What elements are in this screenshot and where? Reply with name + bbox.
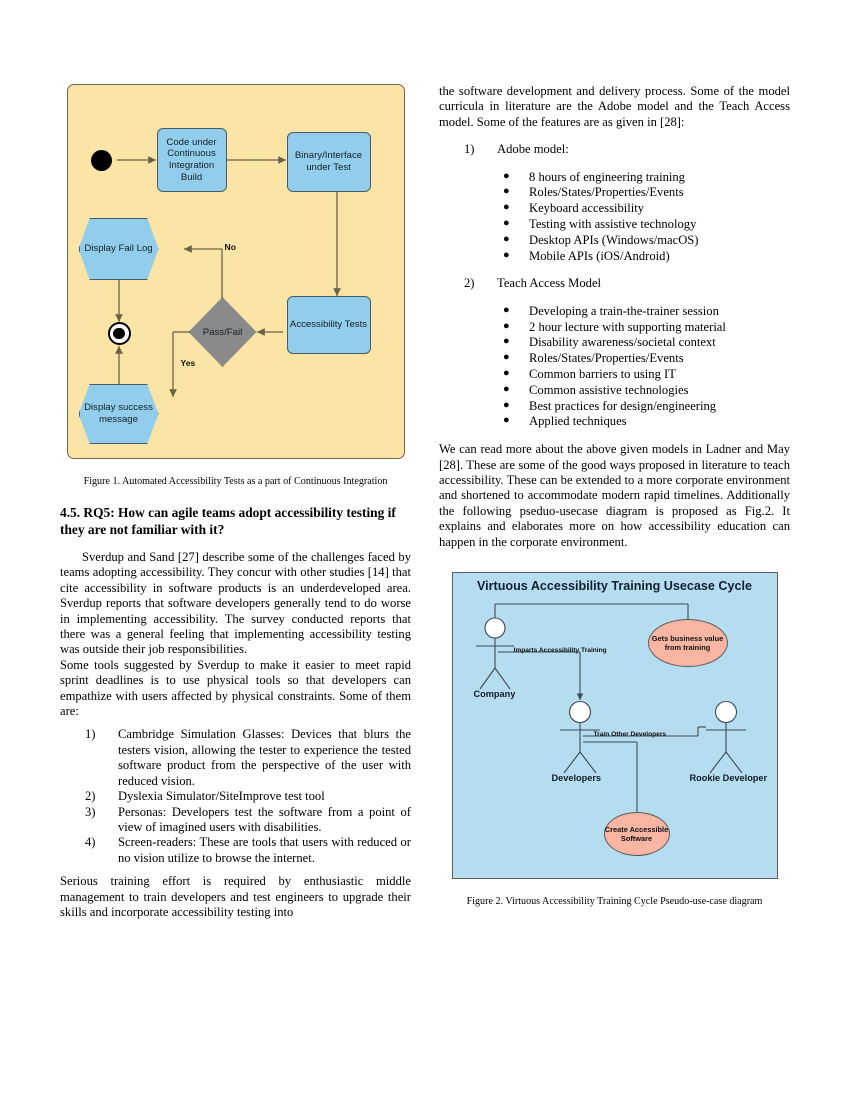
bullet-icon: ● bbox=[503, 382, 510, 395]
bullet-icon: ● bbox=[503, 169, 510, 182]
usecase-create-accessible-software: Create Accessible Software bbox=[603, 812, 670, 857]
list-item: 2) Dyslexia Simulator/SiteImprove test to… bbox=[60, 789, 411, 804]
right-paragraph-2: We can read more about the above given m… bbox=[439, 442, 790, 549]
list-text: Mobile APIs (iOS/Android) bbox=[529, 248, 670, 263]
list-text: 8 hours of engineering training bbox=[529, 169, 685, 184]
list-text: Dyslexia Simulator/SiteImprove test tool bbox=[118, 789, 325, 804]
figure-1: Code under Continuous Integration Build … bbox=[66, 84, 405, 459]
list-item: ● Applied techniques bbox=[439, 414, 790, 430]
list-text: Keyboard accessibility bbox=[529, 201, 645, 216]
list-item: ● Mobile APIs (iOS/Android) bbox=[439, 249, 790, 265]
list-item: ● Disability awareness/societal context bbox=[439, 335, 790, 351]
right-column: the software development and delivery pr… bbox=[439, 84, 790, 920]
edge-label-yes: Yes bbox=[180, 358, 196, 368]
bullet-icon: ● bbox=[503, 319, 510, 332]
edge-label-no: No bbox=[224, 242, 236, 252]
node-accessibility-tests: Accessibility Tests bbox=[286, 296, 371, 354]
left-paragraph-3: Serious training effort is required by e… bbox=[60, 874, 411, 919]
node-binary-interface-under-test: Binary/Interface under Test bbox=[286, 132, 371, 192]
list-text: Testing with assistive technology bbox=[529, 217, 697, 232]
figure-2: Virtuous Accessibility Training Usecase … bbox=[451, 572, 778, 880]
tools-list: 1) Cambridge Simulation Glasses: Devices … bbox=[60, 727, 411, 866]
list-text: Adobe model: bbox=[497, 142, 569, 157]
list-text: Cambridge Simulation Glasses: Devices th… bbox=[118, 727, 411, 788]
end-node-fill bbox=[113, 327, 125, 340]
bullet-icon: ● bbox=[503, 185, 510, 198]
list-text: Screen-readers: These are tools that use… bbox=[118, 835, 411, 865]
list-text: Developing a train-the-trainer session bbox=[529, 303, 719, 318]
left-column: Code under Continuous Integration Build … bbox=[60, 84, 411, 920]
list-marker: 3) bbox=[85, 804, 96, 819]
list-item: ● Testing with assistive technology bbox=[439, 217, 790, 233]
list-marker: 1) bbox=[85, 727, 96, 742]
list-marker: 4) bbox=[85, 835, 96, 850]
list-marker: 1) bbox=[464, 142, 475, 157]
bullet-icon: ● bbox=[503, 367, 510, 379]
models-list-2: 2) Teach Access Model bbox=[439, 276, 790, 291]
node-display-fail-log: Display Fail Log bbox=[78, 218, 159, 280]
bullet-icon: ● bbox=[503, 303, 510, 316]
list-text: Teach Access Model bbox=[497, 276, 602, 291]
list-marker: 2) bbox=[464, 276, 475, 291]
list-text: Disability awareness/societal context bbox=[529, 335, 716, 350]
figure-2-caption: Figure 2. Virtuous Accessibility Trainin… bbox=[466, 896, 763, 908]
actor-label-developers: Developers bbox=[551, 773, 602, 784]
list-text: Desktop APIs (Windows/macOS) bbox=[529, 232, 699, 247]
figure-2-title: Virtuous Accessibility Training Usecase … bbox=[476, 579, 753, 594]
list-item: ● 8 hours of engineering training bbox=[439, 170, 790, 186]
bullet-icon: ● bbox=[503, 248, 510, 261]
bullet-icon: ● bbox=[503, 414, 510, 427]
edge-label-imparts-accessibility-training: Imparts Accessibility Training bbox=[513, 647, 607, 655]
two-column-layout: Code under Continuous Integration Build … bbox=[60, 84, 790, 920]
list-item: ● Best practices for design/engineering bbox=[439, 399, 790, 415]
list-item: 3) Personas: Developers test the software… bbox=[60, 805, 411, 836]
list-text: Roles/States/Properties/Events bbox=[529, 351, 684, 366]
left-paragraph-2: Some tools suggested by Sverdup to make … bbox=[60, 657, 411, 719]
list-item-adobe-model: 1) Adobe model: bbox=[439, 142, 790, 157]
figure-1-connectors bbox=[114, 156, 341, 397]
bullet-icon: ● bbox=[503, 335, 510, 348]
list-marker: 2) bbox=[85, 789, 96, 804]
left-paragraph-1: Sverdup and Sand [27] describe some of t… bbox=[60, 550, 411, 657]
list-item: ● Common barriers to using IT bbox=[439, 367, 790, 383]
bullet-icon: ● bbox=[503, 232, 510, 245]
adobe-model-features: ● 8 hours of engineering training ● Roles/… bbox=[439, 170, 790, 265]
list-item-teach-access-model: 2) Teach Access Model bbox=[439, 276, 790, 291]
list-text: Common barriers to using IT bbox=[529, 367, 676, 381]
list-item: ● Desktop APIs (Windows/macOS) bbox=[439, 233, 790, 249]
actor-label-rookie-developer: Rookie Developer bbox=[689, 773, 768, 784]
node-display-success-message: Display success message bbox=[78, 384, 159, 444]
list-item: 4) Screen-readers: These are tools that u… bbox=[60, 835, 411, 866]
list-text: Roles/States/Properties/Events bbox=[529, 185, 684, 200]
usecase-gets-business-value: Gets business value from training bbox=[647, 619, 728, 668]
list-item: ● Developing a train-the-trainer session bbox=[439, 304, 790, 320]
edge-label-train-other-developers: Train Other Developers bbox=[593, 731, 667, 739]
list-text: Applied techniques bbox=[529, 414, 627, 429]
list-text: 2 hour lecture with supporting material bbox=[529, 319, 726, 334]
section-heading-rq5: 4.5. RQ5: How can agile teams adopt acce… bbox=[60, 505, 396, 537]
list-item: ● Keyboard accessibility bbox=[439, 201, 790, 217]
list-item: ● 2 hour lecture with supporting material bbox=[439, 320, 790, 336]
right-paragraph-1: the software development and delivery pr… bbox=[439, 84, 790, 129]
bullet-icon: ● bbox=[503, 398, 510, 411]
list-text: Common assistive technologies bbox=[529, 382, 689, 397]
bullet-icon: ● bbox=[503, 351, 510, 364]
list-text: Personas: Developers test the software f… bbox=[118, 804, 411, 834]
list-item: ● Roles/States/Properties/Events bbox=[439, 351, 790, 367]
list-item: 1) Cambridge Simulation Glasses: Devices … bbox=[60, 727, 411, 789]
figure-2-connectors bbox=[475, 603, 746, 813]
list-text: Best practices for design/engineering bbox=[529, 398, 717, 413]
models-list: 1) Adobe model: bbox=[439, 142, 790, 157]
bullet-icon: ● bbox=[503, 201, 510, 214]
list-item: ● Common assistive technologies bbox=[439, 383, 790, 399]
figure-1-caption: Figure 1. Automated Accessibility Tests … bbox=[83, 476, 388, 487]
teach-access-features: ●Developing a train-the-trainer session … bbox=[439, 304, 790, 430]
node-code-under-ci-build: Code under Continuous Integration Build bbox=[156, 128, 227, 192]
list-item: ● Roles/States/Properties/Events bbox=[439, 185, 790, 201]
end-node bbox=[107, 322, 131, 345]
actor-label-company: Company bbox=[473, 689, 516, 700]
start-node bbox=[90, 150, 112, 171]
bullet-icon: ● bbox=[503, 217, 510, 230]
